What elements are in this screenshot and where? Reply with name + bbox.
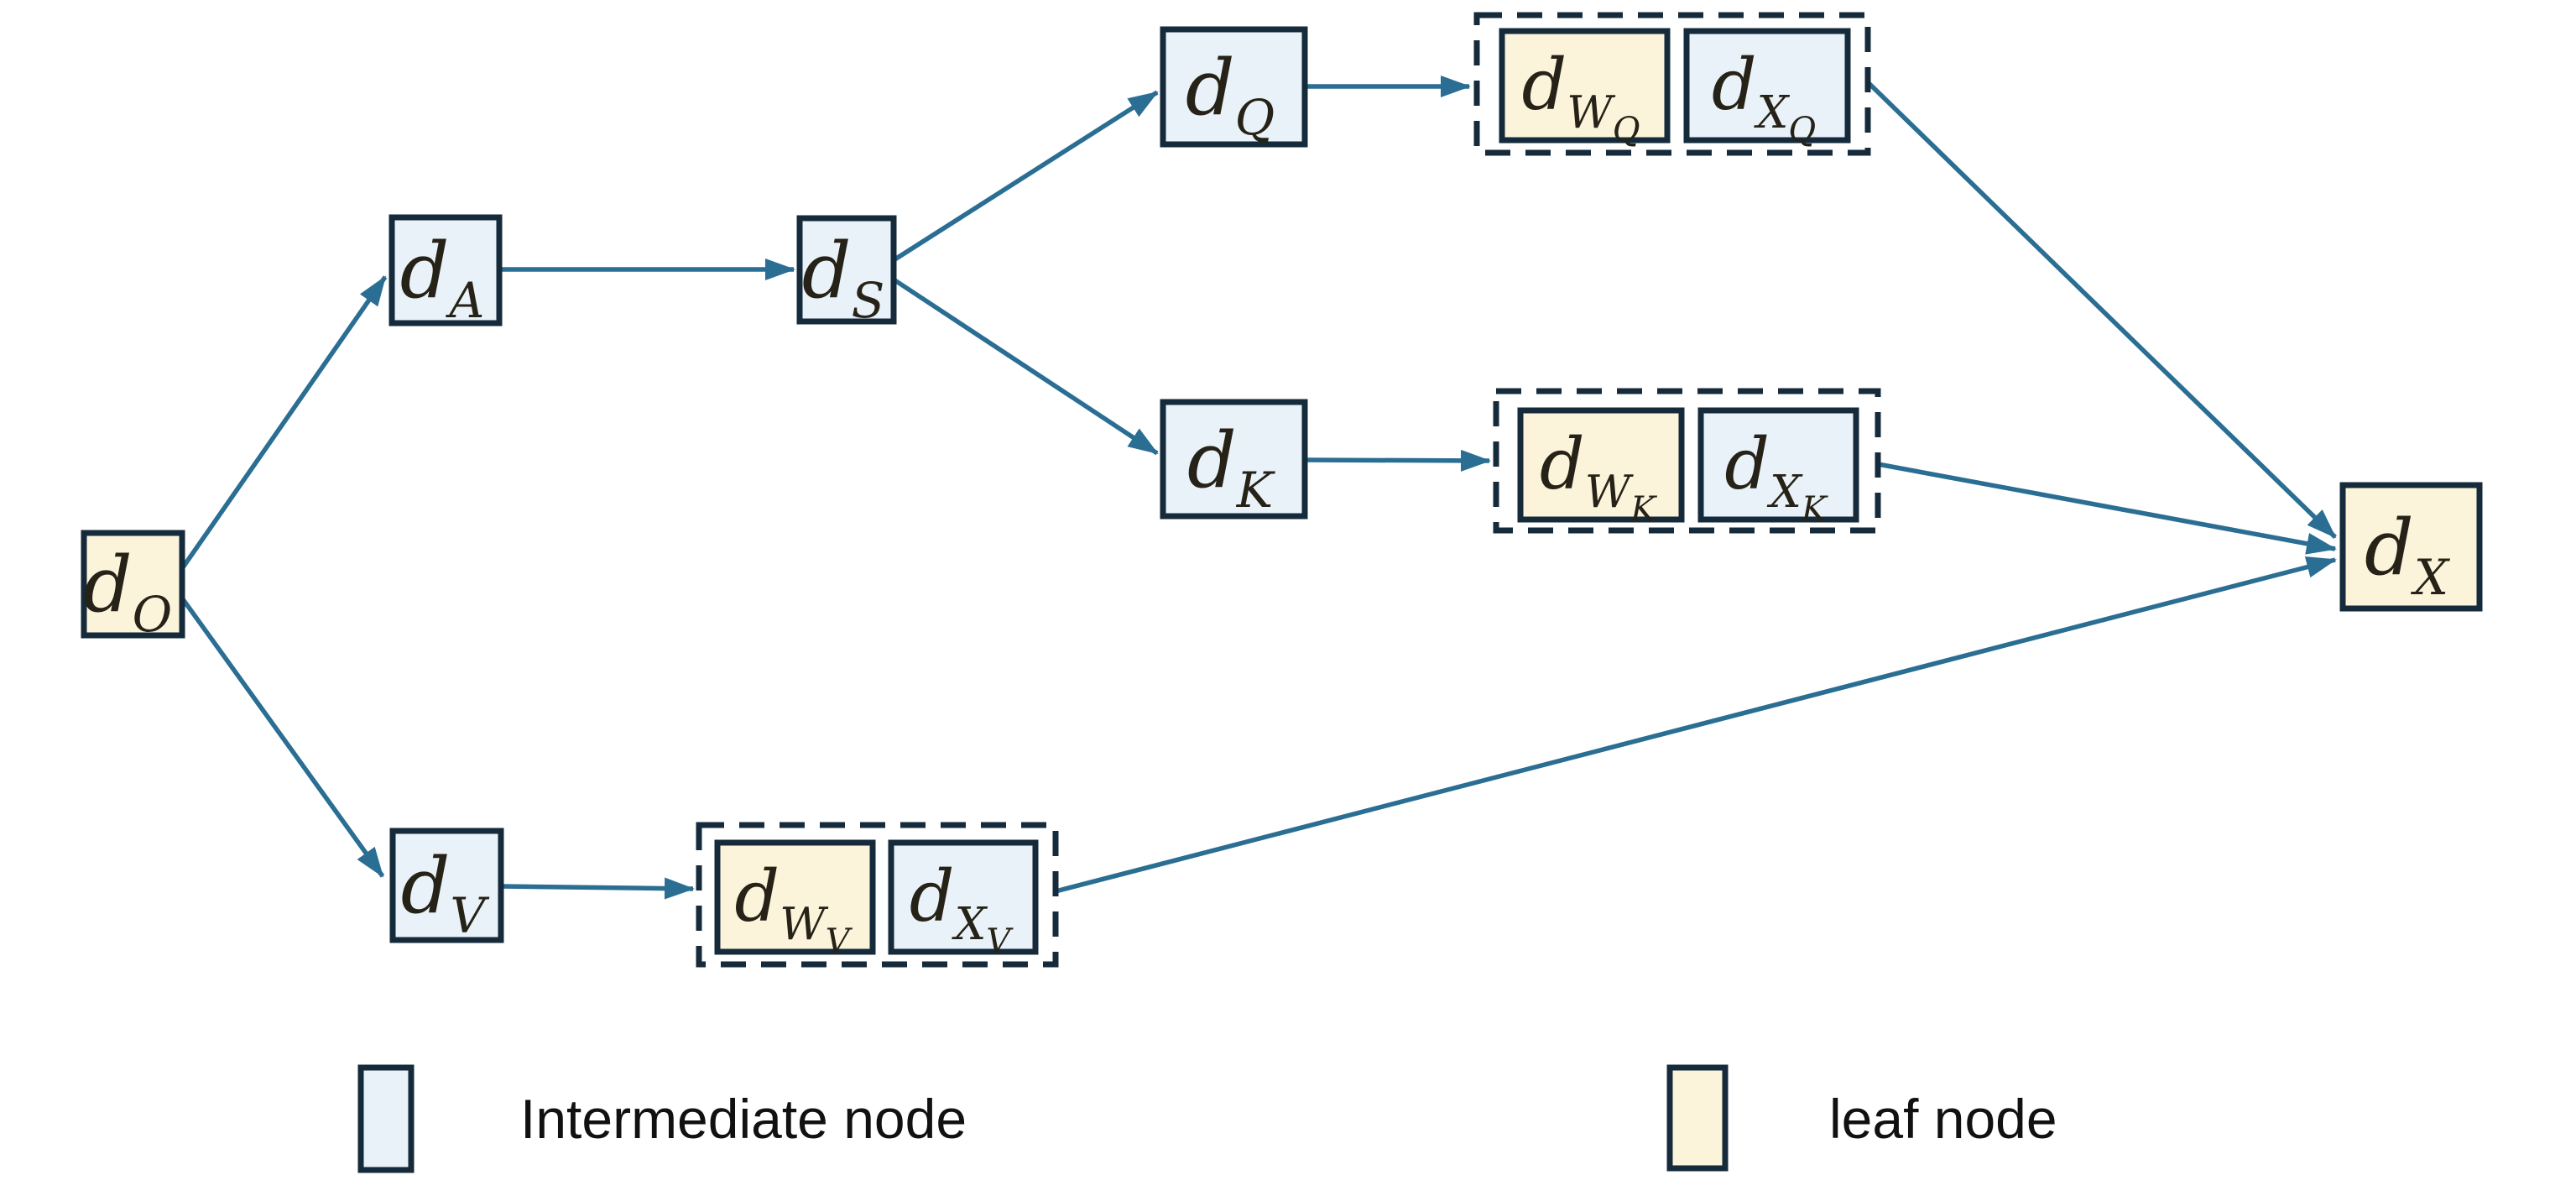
node-d-xq-box bbox=[1683, 28, 1851, 144]
edge-qgroup-x bbox=[1866, 81, 2337, 539]
node-d-s-label: dS bbox=[802, 226, 885, 329]
node-d-o: dO bbox=[81, 530, 185, 643]
node-d-k-box bbox=[1160, 399, 1308, 520]
node-d-wv: dWV bbox=[714, 839, 876, 961]
node-d-k-label: dK bbox=[1187, 415, 1276, 519]
node-d-wq-box bbox=[1499, 28, 1671, 144]
group-k-dashed-box bbox=[1493, 388, 1881, 534]
node-d-s-box bbox=[796, 215, 897, 325]
node-d-v-box bbox=[389, 828, 504, 943]
group-q-dashed-box bbox=[1473, 12, 1871, 156]
node-d-wv-label: dWV bbox=[734, 855, 853, 961]
edge-o-v bbox=[180, 598, 385, 878]
node-d-xq-label: dXQ bbox=[1712, 44, 1816, 149]
node-d-wq: dWQ bbox=[1499, 28, 1671, 149]
node-d-o-box bbox=[81, 530, 185, 639]
edges bbox=[180, 76, 2337, 900]
node-d-xv: dXV bbox=[888, 839, 1039, 961]
legend-intermediate-swatch bbox=[357, 1064, 415, 1173]
legend: Intermediate node leaf node bbox=[357, 1064, 2057, 1173]
edge-kgroup-x bbox=[1877, 462, 2337, 555]
node-d-k: dK bbox=[1160, 399, 1308, 520]
node-d-s: dS bbox=[796, 215, 897, 329]
node-d-wk-label: dWK bbox=[1540, 423, 1657, 529]
edge-s-q bbox=[892, 90, 1159, 263]
node-d-x-label: dX bbox=[2365, 503, 2451, 606]
edge-k-group bbox=[1304, 449, 1491, 472]
node-d-v: dV bbox=[389, 828, 504, 944]
node-d-a: dA bbox=[388, 214, 503, 329]
node-d-q: dQ bbox=[1160, 26, 1308, 148]
node-d-xk-box bbox=[1697, 407, 1859, 523]
node-d-a-label: dA bbox=[400, 226, 485, 329]
node-d-xk: dXK bbox=[1697, 407, 1859, 529]
edge-s-k bbox=[892, 277, 1159, 456]
node-d-xq: dXQ bbox=[1683, 28, 1851, 149]
legend-intermediate-label: Intermediate node bbox=[520, 1088, 967, 1150]
group-v-dashed-box bbox=[696, 822, 1059, 968]
node-d-xv-label: dXV bbox=[910, 855, 1014, 961]
node-d-q-label: dQ bbox=[1186, 43, 1275, 146]
node-d-wv-box bbox=[714, 839, 876, 955]
node-d-q-box bbox=[1160, 26, 1308, 148]
node-d-x: dX bbox=[2339, 482, 2483, 612]
edge-v-group bbox=[500, 877, 695, 900]
node-d-v-label: dV bbox=[401, 841, 490, 944]
edge-o-a bbox=[180, 275, 388, 569]
node-d-o-label: dO bbox=[83, 540, 172, 643]
node-d-x-box bbox=[2339, 482, 2483, 612]
node-d-a-box bbox=[388, 214, 503, 326]
node-d-xv-box bbox=[888, 839, 1039, 955]
node-d-wq-label: dWQ bbox=[1521, 44, 1640, 149]
node-d-wk-box bbox=[1517, 407, 1685, 523]
legend-leaf-label: leaf node bbox=[1829, 1088, 2057, 1150]
node-d-xk-label: dXK bbox=[1724, 423, 1828, 529]
edge-vgroup-x bbox=[1055, 556, 2337, 894]
node-d-wk: dWK bbox=[1517, 407, 1685, 529]
legend-leaf-swatch bbox=[1666, 1064, 1729, 1172]
